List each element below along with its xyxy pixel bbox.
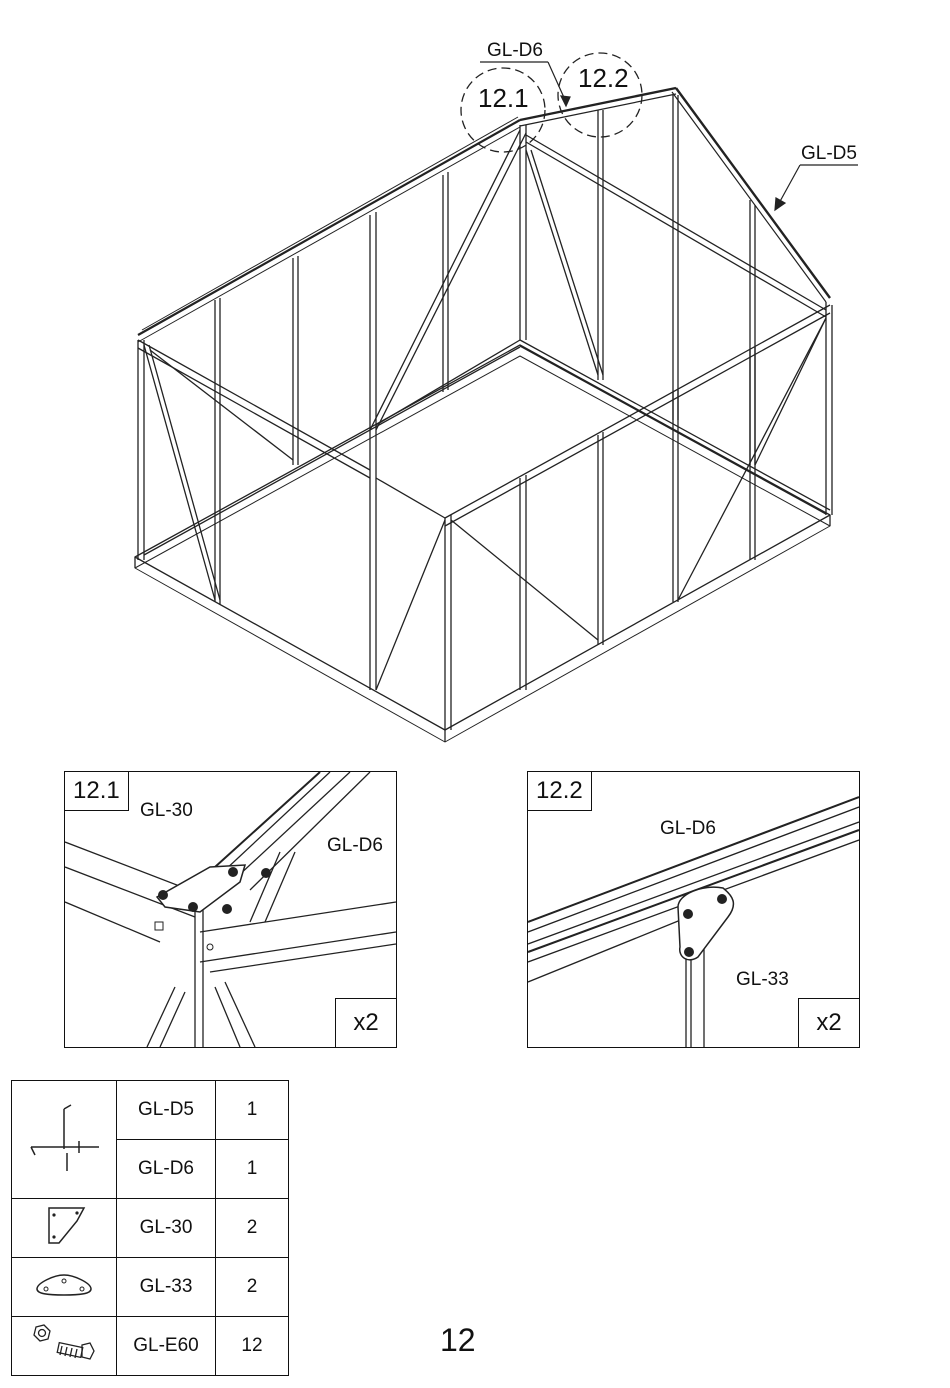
- part-code-cell: GL-E60: [117, 1317, 216, 1376]
- detail-12-1-label-gl-d6: GL-D6: [327, 835, 383, 857]
- part-code-cell: GL-30: [117, 1199, 216, 1258]
- detail-12-1-label-gl-30: GL-30: [140, 800, 193, 822]
- detail-12-2-label-gl-d6: GL-D6: [660, 818, 716, 840]
- detail-12-2-multiplier: x2: [798, 998, 859, 1047]
- page-number: 12: [440, 1322, 476, 1359]
- detail-12-2-label-gl-33: GL-33: [736, 969, 789, 991]
- part-qty-cell: 2: [216, 1258, 289, 1317]
- part-code-cell: GL-D5: [117, 1081, 216, 1140]
- detail-12-1-multiplier: x2: [335, 998, 396, 1047]
- part-code-cell: GL-D6: [117, 1140, 216, 1199]
- part-qty-cell: 2: [216, 1199, 289, 1258]
- profile-bar-icon: [12, 1081, 117, 1199]
- part-qty-cell: 1: [216, 1081, 289, 1140]
- callout-label-12-2: 12.2: [578, 63, 629, 94]
- label-gl-d5-main: GL-D5: [801, 143, 857, 165]
- tri-plate-icon: [12, 1258, 117, 1317]
- label-gl-d6-main: GL-D6: [487, 40, 543, 62]
- part-code-cell: GL-33: [117, 1258, 216, 1317]
- part-qty-cell: 12: [216, 1317, 289, 1376]
- detail-12-2-panel: 12.2 GL-D6 GL-33 x2: [527, 771, 860, 1048]
- corner-plate-icon: [12, 1199, 117, 1258]
- bolt-nut-icon: [12, 1317, 117, 1376]
- detail-12-1-panel: 12.1 GL-30 GL-D6 x2: [64, 771, 397, 1048]
- parts-table: GL-D5 1 GL-D6 1 GL-30 2 GL-33 2: [11, 1080, 289, 1376]
- callout-label-12-1: 12.1: [478, 83, 529, 114]
- detail-12-2-tag: 12.2: [528, 772, 592, 811]
- greenhouse-frame-drawing: [0, 0, 950, 760]
- part-qty-cell: 1: [216, 1140, 289, 1199]
- detail-12-1-tag: 12.1: [65, 772, 129, 811]
